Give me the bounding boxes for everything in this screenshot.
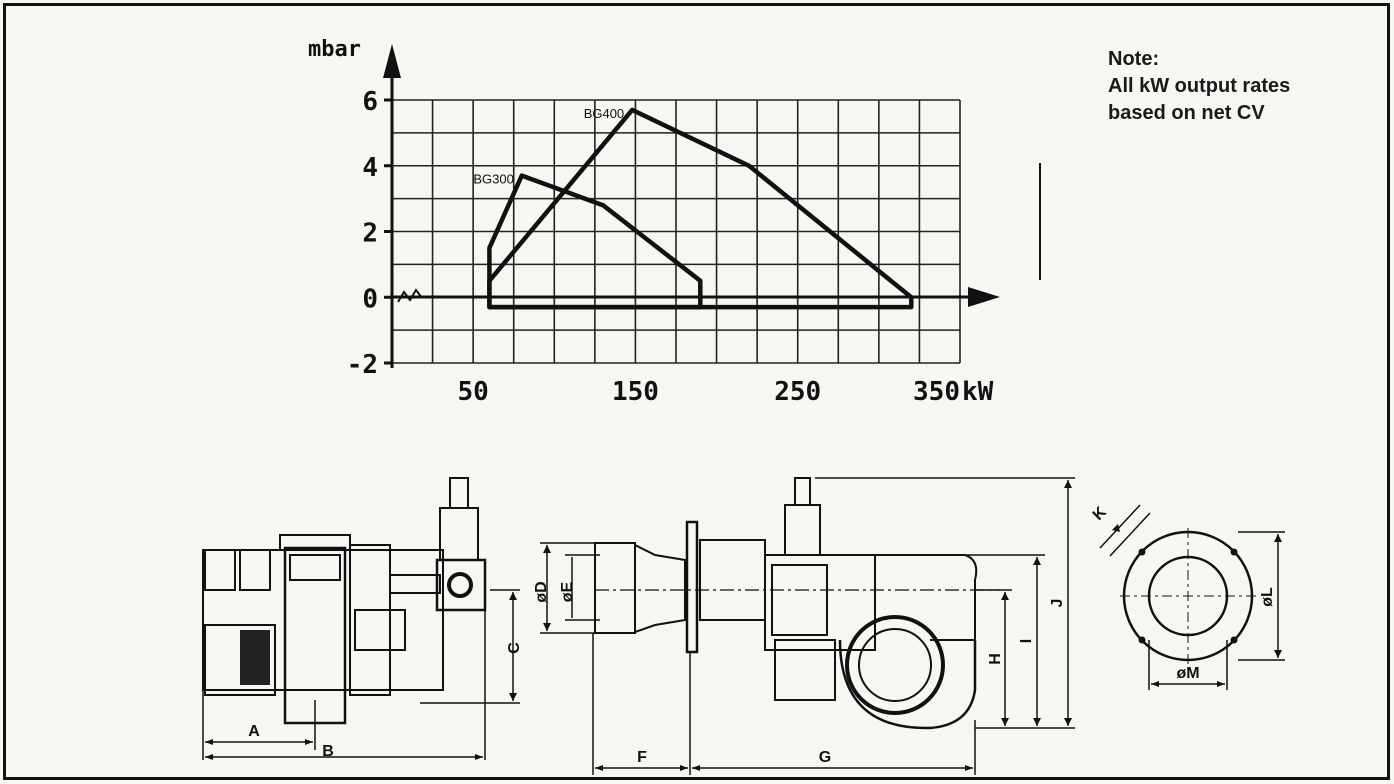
dim-g-label: G: [819, 749, 831, 766]
dim-k-label: K: [1090, 503, 1111, 524]
chart-tick-labels: mbar kW 6 4 2 0 -2 50 150 250 350: [308, 37, 994, 407]
fan-housing: [283, 546, 347, 725]
chart-series: BG300 BG400: [473, 106, 914, 310]
series-line-bg400: [487, 107, 914, 310]
valve-body: [349, 544, 391, 696]
valve-block: [354, 609, 406, 651]
note-line-3: based on net CV: [1108, 102, 1265, 124]
valve-stack: [784, 504, 821, 556]
dim-m-label: øM: [1176, 665, 1199, 682]
fan-outline: [830, 554, 978, 641]
x-tick-label: 50: [457, 377, 488, 407]
dim-i-label: I: [1018, 639, 1035, 643]
series-label-bg300: BG300: [473, 172, 513, 187]
gas-pipe: [389, 574, 441, 594]
dim-c-label: C: [506, 642, 523, 654]
motor-core: [240, 630, 270, 685]
gas-valve-top: [439, 507, 479, 561]
series-label-bg400: BG400: [584, 106, 624, 121]
flange-view: K øL øM: [1090, 503, 1285, 690]
y-tick-label: -2: [347, 350, 378, 380]
dim-f-label: F: [637, 749, 647, 766]
burner-front-view: øD øE F G H I: [533, 477, 1075, 775]
x-tick-label: 150: [612, 377, 659, 407]
bolt-hole-icon: [1138, 548, 1146, 556]
blast-tube-taper: [634, 544, 686, 633]
y-axis-title: mbar: [308, 37, 361, 62]
dim-e-label: øE: [559, 581, 576, 602]
fan-housing-circle: [845, 615, 945, 715]
burner-block-2: [239, 549, 271, 591]
bolt-hole-icon: [1230, 548, 1238, 556]
dim-h-label: H: [987, 653, 1004, 665]
fan-cap: [279, 534, 351, 551]
valve-connector-icon: [447, 572, 473, 598]
fan-top-panel: [289, 554, 341, 581]
note-line-1: Note:: [1108, 48, 1160, 70]
motor-outline: [204, 624, 276, 696]
y-tick-label: 4: [362, 153, 378, 183]
y-axis-arrow-icon: [383, 44, 401, 78]
axis-break-icon: [397, 288, 423, 303]
gas-valve: [435, 558, 487, 612]
note-block: Note: All kW output rates based on net C…: [1108, 46, 1290, 127]
page-border: [3, 3, 1390, 780]
burner-block-1: [204, 549, 236, 591]
x-axis-title: kW: [962, 377, 994, 407]
flange: [685, 520, 699, 654]
bolt-hole-icon: [1230, 636, 1238, 644]
y-tick-label: 2: [362, 219, 378, 249]
x-tick-label: 350: [913, 377, 960, 407]
dim-j-label: J: [1049, 599, 1066, 608]
dim-l-label: øL: [1259, 587, 1276, 607]
head-box: [699, 539, 766, 621]
dim-d-label: øD: [533, 581, 550, 602]
valve-stack-head: [794, 477, 811, 506]
gas-valve-head: [449, 477, 469, 509]
y-tick-label: 0: [362, 284, 378, 314]
bolt-hole-icon: [1138, 636, 1146, 644]
dim-b-label: B: [322, 743, 334, 760]
fan-volute: [838, 639, 977, 730]
motor-box: [774, 639, 836, 701]
dim-a-label: A: [248, 723, 260, 740]
fan-inner-circle: [858, 628, 932, 702]
x-tick-label: 250: [774, 377, 821, 407]
x-axis-arrow-icon: [968, 287, 1000, 307]
y-tick-label: 6: [362, 87, 378, 117]
note-line-2: All kW output rates: [1108, 75, 1291, 97]
burner-side-view: C A B: [202, 477, 523, 760]
air-inlet: [771, 564, 828, 636]
blast-tube: [594, 542, 636, 634]
